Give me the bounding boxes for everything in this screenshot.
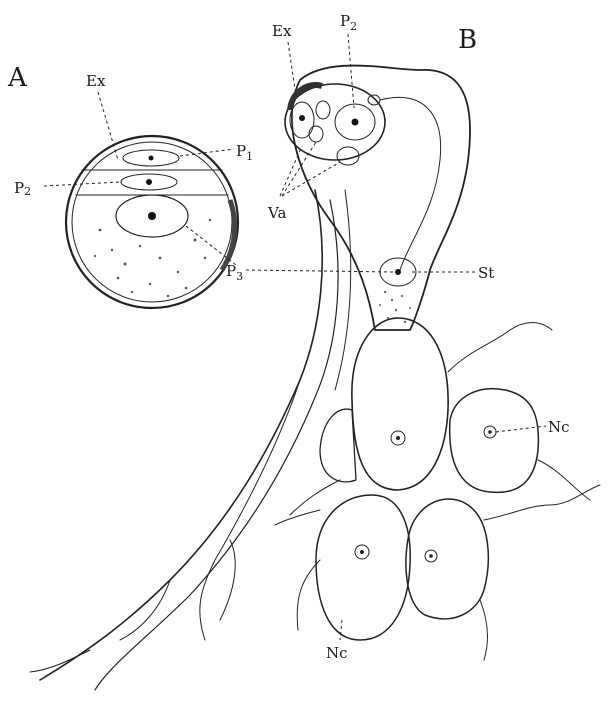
nurse-cell-right — [450, 389, 539, 493]
leader-nc-bottom — [340, 620, 342, 640]
label-p3: P3 — [226, 262, 243, 283]
label-st: St — [478, 264, 494, 282]
leader-p3-b — [246, 270, 394, 272]
egg-p2-nucleus — [146, 179, 152, 185]
egg-outer-shell — [66, 136, 238, 308]
thread-4 — [480, 600, 487, 660]
vesicle-inner-wall — [380, 98, 441, 271]
vacuole-1 — [316, 101, 330, 119]
label-p1: P1 — [236, 142, 253, 163]
stalk-outer-left — [40, 190, 322, 680]
egg-p1-nucleus — [149, 156, 154, 161]
nurse-cell-bottom-right-nucleolus — [429, 554, 433, 558]
nurse-cell-top — [352, 318, 448, 490]
nurse-cell-bottom-left — [316, 495, 410, 640]
label-p2-a: P2 — [14, 179, 31, 198]
vacuole-4 — [368, 95, 380, 105]
egg-dark-rim — [222, 200, 235, 270]
label-ex-b: Ex — [272, 22, 292, 40]
panel-a-egg — [66, 136, 238, 308]
leader-va-1 — [280, 146, 302, 196]
thread-1 — [448, 323, 552, 373]
label-p2-b: P2 — [340, 12, 357, 33]
nurse-cell-top-nucleolus — [396, 436, 400, 440]
thread-7 — [290, 480, 340, 515]
stalk-inner-left — [95, 200, 338, 690]
egg-p3-nucleus — [148, 212, 156, 220]
thread-5 — [275, 510, 320, 525]
nurse-cell-left — [320, 409, 356, 482]
panel-a-letter: A — [7, 63, 28, 93]
label-ex-a: Ex — [86, 72, 106, 90]
panel-b-organism — [30, 66, 600, 690]
stalk-branch-2 — [120, 580, 170, 640]
nurse-cell-bottom-right — [406, 499, 488, 619]
nurse-cell-right-nucleolus — [488, 430, 492, 434]
leader-p2-b — [348, 34, 354, 108]
leader-ex-a — [98, 92, 118, 160]
label-nc-bottom: Nc — [326, 644, 348, 662]
leader-ex-b — [288, 42, 296, 96]
st-nucleus — [395, 269, 401, 275]
stalk-fiber-2 — [200, 380, 300, 640]
vesicle-body — [292, 66, 470, 330]
label-va: Va — [267, 204, 286, 222]
vacuole-2 — [309, 126, 323, 142]
thread-3 — [484, 485, 600, 520]
p2-nucleus — [352, 119, 359, 126]
ex-nucleus — [299, 115, 305, 121]
label-nc-right: Nc — [548, 418, 570, 436]
stalk-branch-1 — [220, 540, 235, 620]
panel-b-letter: B — [458, 25, 477, 55]
egg-yolk-granules — [94, 219, 211, 297]
nurse-cell-bottom-left-nucleolus — [360, 550, 364, 554]
